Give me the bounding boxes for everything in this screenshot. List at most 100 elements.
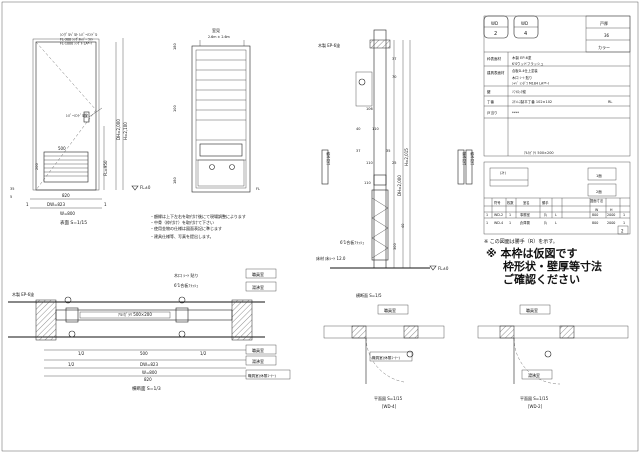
- section-side_labels-2-text: 縦枠見付: [470, 152, 475, 166]
- schedule-side_labels-1-text: 2面: [596, 189, 602, 194]
- interior-label_sub-text: 2.6m ± 2.6m: [208, 35, 230, 39]
- schedule-rows-0-7-text: 2000: [607, 213, 615, 217]
- elevation-dim_dh-text: DH=2,000: [116, 119, 121, 140]
- notice-line1-text: ※ 本枠は仮図です: [486, 246, 578, 260]
- interior-elevation: 室見 2.6m ± 2.6m 100 180 FL: [173, 27, 260, 193]
- elevation-dim_1b-text: 1: [104, 202, 107, 207]
- plan-dims-2-text: 1/2: [200, 351, 207, 356]
- interior-mark_180-text: 180: [173, 177, 177, 184]
- schedule-rows-0-6-text: 800: [592, 213, 598, 217]
- center-notes: ・額縁は上下左右を取付け後にて現場調整によります ・中骨（枠付け）を取付けて下さ…: [150, 213, 246, 239]
- plan-tags-0-text: 職員室: [252, 271, 264, 277]
- section-dims-6-text: 37: [356, 149, 360, 153]
- section_small-plan_a-text: 平面図 S=1/15: [374, 396, 403, 401]
- spec-rows-5-value-text: ｿﾌﾄﾛｯｸ錠: [512, 89, 527, 94]
- plan-wood_label-text: 木口 ｼｰﾄ 貼り: [174, 272, 199, 278]
- plan-dims-4-text: W=800: [142, 370, 157, 375]
- schedule-small_label-text: (ｽｹ): [500, 170, 506, 175]
- spec-col_head_2-text: カラー: [598, 44, 610, 50]
- section-glass_label-text: 6'1合板ﾌﾗｯｼｭ: [340, 239, 364, 245]
- spec-rows-2-value-text: 合板D-4仕上塗装: [512, 68, 538, 73]
- section_small-title-text: 横断面 S=1/5: [356, 292, 382, 298]
- schedule-header-3-text: 勝手: [542, 200, 549, 205]
- schedule-page-text: 2: [621, 229, 624, 234]
- elevation-dim_w-text: W=800: [60, 211, 75, 216]
- plan-louver_label-text: ｱﾙﾐｶﾞﾗﾘ 500×200: [118, 312, 152, 317]
- section-dims-3-text: 106: [366, 107, 373, 111]
- section_small-room_b-text: 職員室(休憩ｺｰﾅｰ): [372, 355, 401, 360]
- spec-rows-5-label-text: 鍵: [487, 89, 491, 94]
- plan-tags-3-text: 湯沸室: [252, 358, 264, 364]
- elevation-lever_label-text: ﾚﾊﾞｰﾊﾝﾄﾞﾙ錠: [66, 112, 88, 118]
- spec-table: 戸厚 36 カラー 枠表面材 木製 EP-6塗 K'Sウッドフラッシュ 建具表面…: [483, 15, 631, 157]
- notice-line2-text: 枠形状・壁厚等寸法: [503, 259, 602, 273]
- schedule-rows-0-2-text: 1: [509, 213, 511, 217]
- spec-rows-0-value-text: 木製 EP-6塗: [512, 55, 532, 60]
- elevation-dim_fl950-text: FL=950: [103, 160, 108, 176]
- section_small-room_c-text: 職員室: [526, 307, 538, 313]
- section-dims-1-text: 70: [392, 75, 396, 79]
- section-dh-text: DH=2,000: [397, 175, 402, 196]
- elevation-mark_5-text: 5: [10, 195, 12, 199]
- notes_center-1-text: ・中骨（枠付け）を取付けて下さい: [150, 219, 214, 225]
- spec-rows-1-value-text: K'Sウッドフラッシュ: [512, 61, 544, 66]
- spec-rows-2-label-text: 建具表面材: [487, 70, 505, 75]
- section_small-plan_b-text: 平面図 S=1/15: [520, 396, 549, 401]
- spec-rows-6-value-text: ｽﾃﾝﾚｽ製平丁番 102×102: [512, 99, 552, 104]
- spec-col_head_1-text: 戸厚: [600, 21, 608, 26]
- section-dims-7-text: 35: [386, 149, 390, 153]
- spec-rows-6-label-text: 丁番: [487, 99, 495, 104]
- elevation-callout_lines-0-text: ｼﾝｸﾞﾙﾍﾞﾙﾄ ﾚﾊﾞｰﾊﾝﾄﾞﾙ: [60, 31, 97, 37]
- plan-dims-6-text: 1/2: [68, 362, 75, 367]
- schedule-header-7-text: H: [610, 208, 613, 212]
- elevation-callout_lines-2-text: FL-1000 ｼﾝｸﾞﾙ LA*-I: [60, 41, 92, 46]
- spec-rows-7-label-text: 戸当り: [487, 110, 498, 115]
- section-frame_label-text: 木製 EP-6塗: [318, 42, 340, 48]
- schedule-header-2-text: 室名: [523, 200, 530, 205]
- plan-dims-3-text: DW=823: [140, 362, 158, 367]
- horizontal-section: 木製 EP-6塗 木口 ｼｰﾄ 貼り 6'1合板ﾌﾗｯｼｭ ｱﾙﾐｶﾞﾗﾘ 50…: [8, 268, 291, 392]
- elevation-dim_louver-text: 500: [58, 146, 66, 151]
- plan-dims-0-text: 1/2: [78, 351, 85, 356]
- section-side_labels-0-text: 縦枠見付: [326, 152, 331, 166]
- schedule-header-4-text: 図面寸法: [590, 198, 604, 203]
- schedule-rows-1-7-text: 2000: [607, 221, 615, 225]
- section_small-plan_a_code-text: [WD-4]: [382, 404, 397, 409]
- elevation-dim_dw-text: DW=823: [47, 202, 65, 207]
- plan-frame_label-text: 木製 EP-6塗: [12, 291, 34, 297]
- schedule-rows-0-4-text: 片: [544, 212, 547, 217]
- wd-badges: WD 2 WD 4: [483, 15, 539, 39]
- spec-rows-4-value-text: ｼｬﾍﾞ ｼﾝﾀﾞﾗ M184 LA**-I: [512, 81, 549, 86]
- schedule-rows-1-1-text: WD-4: [494, 221, 503, 225]
- section-dims-2-text: 110: [366, 161, 373, 165]
- elevation-mark_35-text: 35: [10, 187, 14, 191]
- schedule-header-0-text: 符号: [494, 200, 501, 205]
- interior-label_top-text: 室見: [212, 27, 220, 33]
- section_small-plan_b_code-text: [WD-2]: [528, 404, 543, 409]
- elevation-title-text: 表面 S=1/15: [60, 219, 87, 226]
- section-dims-0-text: 37: [392, 57, 396, 61]
- plan-glass_label-text: 6'1合板ﾌﾗｯｼｭ: [174, 282, 198, 288]
- schedule-rows-0-8-text: 1: [623, 213, 625, 217]
- front-elevation: ｼﾝｸﾞﾙﾍﾞﾙﾄ ﾚﾊﾞｰﾊﾝﾄﾞﾙ FL-300 ｼﾝｸﾞﾙﾚﾊﾞｰ ﾗｲﾄ…: [10, 31, 177, 226]
- schedule-rows-1-5-text: L: [555, 221, 557, 225]
- schedule-rows-1-3-text: 倉庫置: [520, 220, 531, 225]
- schedule-rows-1-8-text: 1: [623, 221, 625, 225]
- schedule-rows-0-1-text: WD-2: [494, 213, 503, 217]
- schedule-rows-1-0-text: 1: [486, 221, 488, 225]
- section-dims-9-text: 110: [364, 181, 371, 185]
- elevation-dim_h-text: H=2,100: [123, 122, 128, 140]
- interior-mark_100-text: 100: [173, 105, 177, 112]
- plan-tags-4-text: 職員室(休憩ｺｰﾅｰ): [248, 373, 277, 378]
- schedule-side_labels-0-text: 1面: [596, 173, 602, 178]
- small-plan-wd2: 職員室 湯沸室 平面図 S=1/15 [WD-2]: [477, 304, 629, 409]
- plan-tags-2-text: 職員室: [252, 347, 264, 353]
- section-dims-5-text: 110: [372, 127, 379, 131]
- elevation-callout_lines-1-text: FL-300 ｼﾝｸﾞﾙﾚﾊﾞｰ ﾗｲﾄ: [60, 37, 93, 42]
- elevation-mark_180-text: 180: [173, 43, 177, 50]
- schedule-header-1-text: 枚数: [507, 200, 514, 205]
- door-schedule: (ｽｹ) 1面 2面 符号 枚数 室名 勝手 図面寸法 W H 1 WD-2 1…: [483, 161, 631, 235]
- badges-wd4_num-text: 4: [524, 31, 527, 37]
